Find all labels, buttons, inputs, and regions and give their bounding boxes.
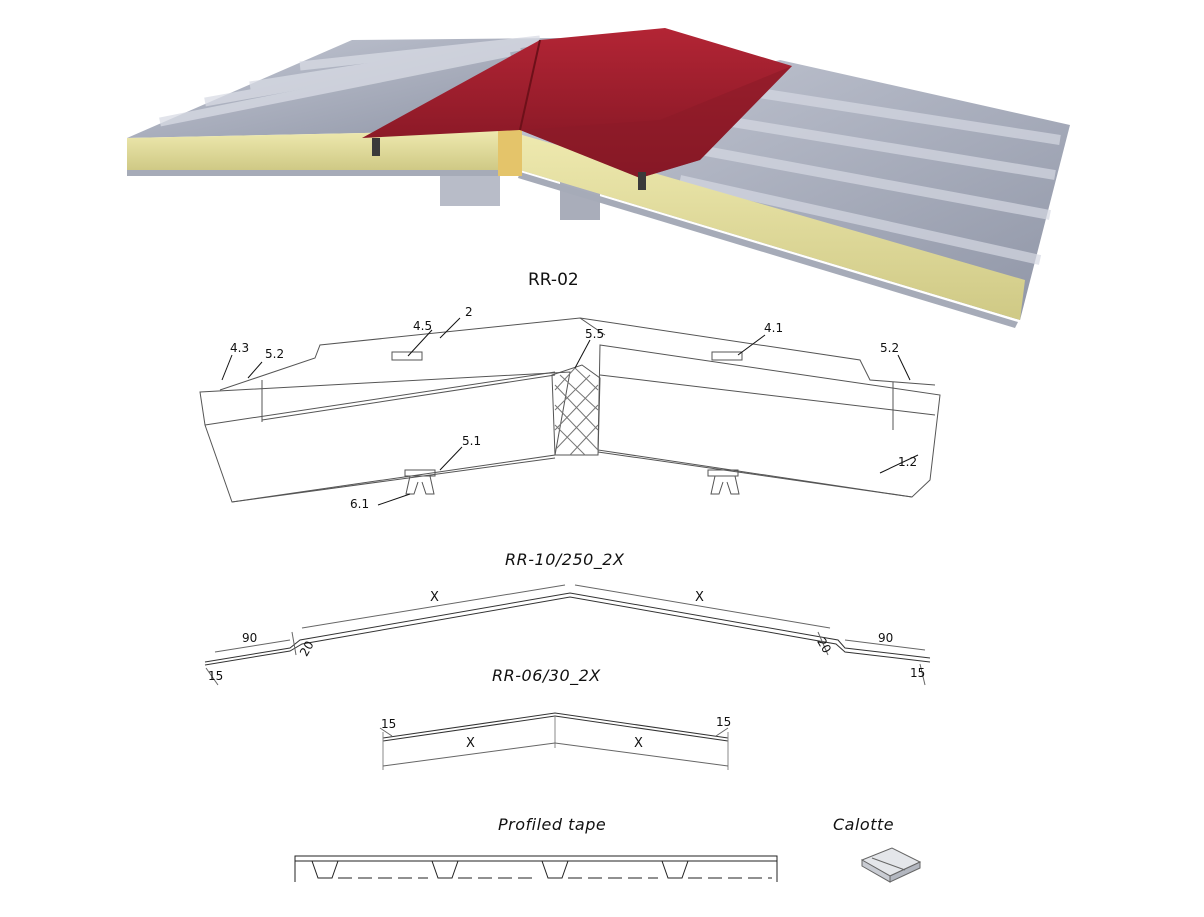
profile-a-title: RR-10/250_2X [505,550,625,569]
profile-b-shape [379,712,729,770]
dim-a-right-flange: 90 [878,631,893,645]
profiled-tape-drawing [294,855,778,882]
dim-a-left-x: X [430,590,439,605]
roof-ridge-render [127,28,1070,328]
callout-1-2: 1.2 [898,455,917,469]
calotte-drawing [860,847,922,883]
right-roof-panel [505,60,1070,328]
callout-5-2-left: 5.2 [265,347,284,361]
dim-a-right-edge: 15 [910,666,925,680]
dim-b-left-x: X [466,736,475,751]
dim-b-right-edge: 15 [716,715,731,729]
dim-a-left-edge: 15 [208,669,223,683]
dim-b-right-x: X [634,736,643,751]
dim-a-right-slope: 20 [814,635,834,655]
calotte-title: Calotte [833,815,895,834]
callout-4-3: 4.3 [230,341,249,355]
profiled-tape-title: Profiled tape [498,815,607,834]
dim-a-left-slope: 20 [297,638,317,658]
drawing-title: RR-02 [528,270,579,290]
ridge-cap [362,28,792,190]
profile-b-title: RR-06/30_2X [492,666,601,685]
dim-a-right-x: X [695,590,704,605]
callout-6-1: 6.1 [350,497,369,511]
ridge-insulation-block [498,128,522,176]
callout-5-1: 5.1 [462,434,481,448]
dim-a-left-flange: 90 [242,631,257,645]
dim-b-left-edge: 15 [381,717,396,731]
callout-5-2-right: 5.2 [880,341,899,355]
